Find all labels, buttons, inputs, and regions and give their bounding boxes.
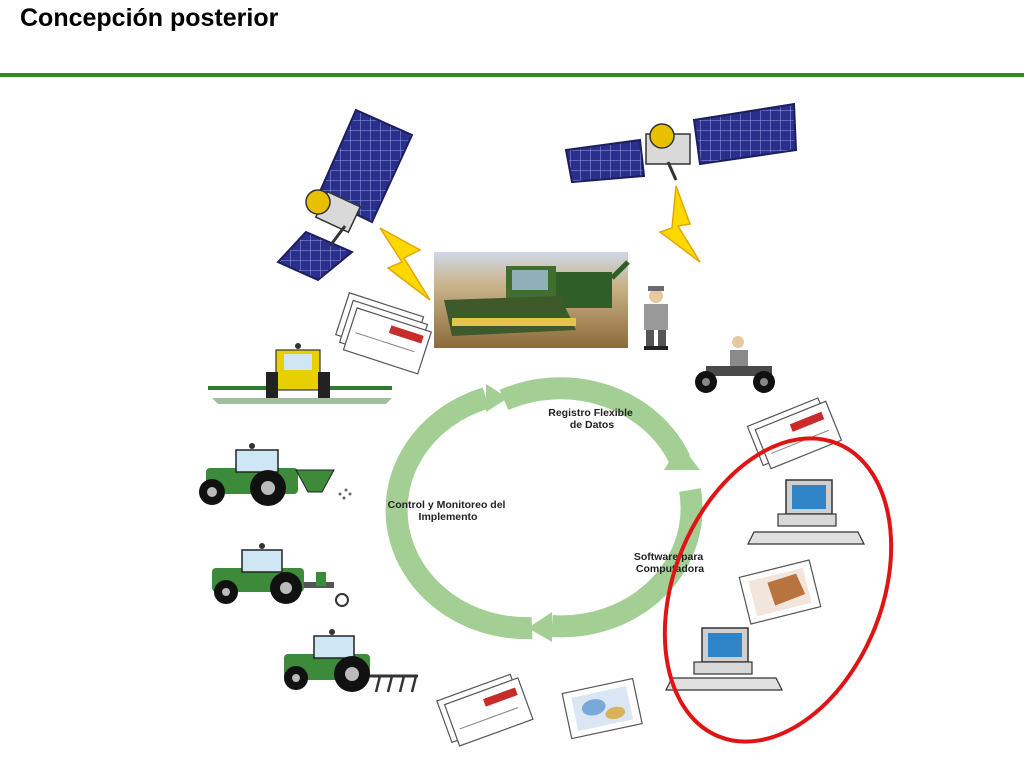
- cycle-segment-left: [385, 387, 533, 640]
- data-cards-right-icon: [746, 397, 843, 470]
- stage-registro-line2: de Datos: [570, 419, 615, 431]
- software-highlight-ellipse: [662, 436, 894, 744]
- stage-software: Software para Computadora: [634, 551, 706, 575]
- data-cards-bottom-icon: [436, 673, 534, 747]
- stage-control: Control y Monitoreo del Implemento: [388, 499, 509, 523]
- cycle-ring: [385, 377, 703, 640]
- computer-bottom-icon: [665, 627, 783, 691]
- lightning-right-icon: [658, 185, 701, 263]
- cycle-segment-right: [551, 488, 703, 638]
- field-map-bottom-icon: [561, 677, 643, 740]
- data-cards-top-icon: [335, 292, 433, 375]
- lightning-left-icon: [379, 227, 431, 301]
- stage-control-line2: Implemento: [419, 511, 478, 523]
- farmer-icon: [644, 286, 668, 350]
- cycle-arrowheads: [486, 384, 700, 642]
- tractor-cultivator-icon: [284, 629, 418, 693]
- atv-rider-icon: [695, 336, 775, 393]
- stage-registro: Registro Flexible de Datos: [548, 407, 636, 431]
- satellite-right-icon: [564, 102, 798, 184]
- field-map-right-icon: [738, 559, 822, 625]
- title-divider: [0, 73, 1024, 77]
- stage-software-line2: Computadora: [636, 563, 704, 575]
- stage-registro-line1: Registro Flexible: [548, 407, 633, 419]
- satellite-left-icon: [276, 108, 414, 282]
- stage-software-line1: Software para: [634, 551, 704, 563]
- cycle-segment-top: [499, 377, 690, 465]
- computer-top-icon: [747, 479, 865, 545]
- slide-title: Concepción posterior: [20, 4, 279, 32]
- combine-harvester-photo: [434, 252, 630, 348]
- sprayer-tractor-icon: [208, 343, 392, 404]
- tractor-spreader-icon: [199, 443, 352, 506]
- stage-control-line1: Control y Monitoreo del: [388, 499, 506, 511]
- tractor-seeder-icon: [212, 543, 349, 607]
